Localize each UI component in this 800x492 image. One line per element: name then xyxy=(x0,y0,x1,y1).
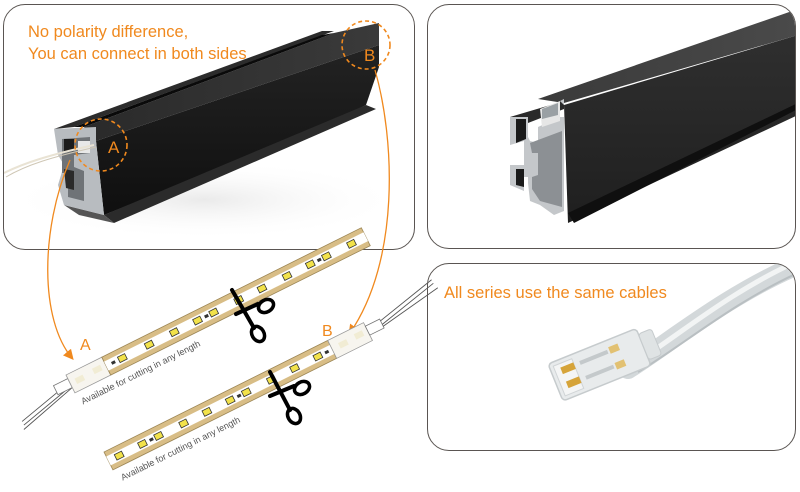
cut-text-a: Available for cutting in any length xyxy=(79,339,202,407)
end-cap-b xyxy=(327,322,373,359)
caption-connect-both-sides: You can connect in both sides xyxy=(28,45,247,63)
caption-same-cables: All series use the same cables xyxy=(444,284,667,302)
connector-plug xyxy=(548,328,662,401)
marker-b-circle xyxy=(341,20,391,70)
marker-a-label: A xyxy=(108,138,120,157)
marker-a-circle xyxy=(74,118,128,172)
cut-text-b: Available for cutting in any length xyxy=(119,415,242,483)
scissors-icon xyxy=(268,370,312,426)
cable-connector-illustration xyxy=(548,264,795,401)
scissors-icon xyxy=(230,288,276,344)
marker-b-label: B xyxy=(364,46,375,65)
profile-illustration: A B xyxy=(4,20,404,240)
strip-label-a: A xyxy=(80,337,91,354)
panel-profile-with-cable: A B No polarity difference, You can conn… xyxy=(3,4,415,250)
led-strip-a: Available for cutting in any length xyxy=(21,227,371,430)
panel-profile-end-view xyxy=(427,4,796,249)
end-cap-a xyxy=(65,356,112,394)
led-strip-b: Available for cutting in any length xyxy=(103,279,439,483)
caption-no-polarity: No polarity difference, xyxy=(28,23,189,41)
profile-end-view-illustration xyxy=(510,10,795,223)
strip-label-b: B xyxy=(322,323,333,340)
panel-cable-connector: All series use the same cables xyxy=(427,263,796,451)
